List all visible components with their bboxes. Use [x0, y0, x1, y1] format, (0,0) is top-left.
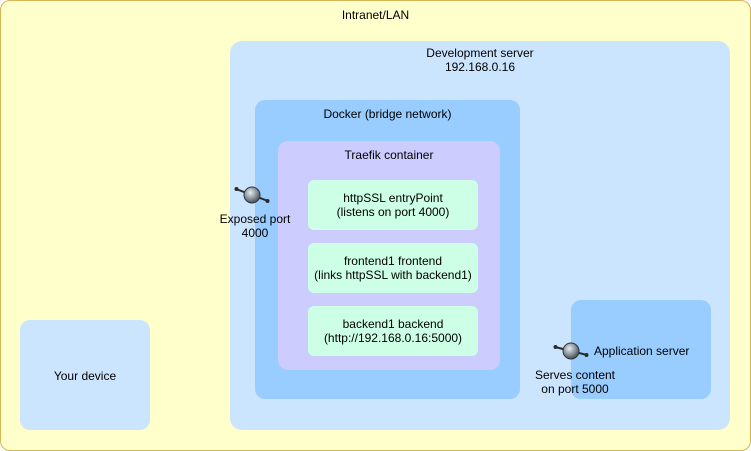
httpssl-entrypoint-box: httpSSL entryPoint (listens on port 4000… — [308, 180, 478, 230]
docker-label: Docker (bridge network) — [323, 107, 452, 121]
application-server-note: Serves content on port 5000 — [525, 368, 625, 396]
application-server-label: Application server — [594, 344, 690, 358]
application-server-zone — [571, 300, 711, 399]
application-port-icon — [553, 342, 589, 360]
component-line2: (listens on port 4000) — [336, 205, 450, 219]
component-line1: frontend1 frontend — [343, 254, 443, 268]
app-note-line1: Serves content — [534, 368, 616, 382]
backend1-backend-box: backend1 backend (http://192.168.0.16:50… — [308, 306, 478, 356]
your-device-label: Your device — [53, 369, 117, 383]
component-line2: (http://192.168.0.16:5000) — [323, 331, 463, 345]
intranet-lan-label: Intranet/LAN — [341, 8, 410, 22]
development-server-label: Development server 192.168.0.16 — [230, 46, 730, 74]
exposed-port-line1: Exposed port — [219, 212, 291, 226]
development-server-title: Development server — [426, 46, 534, 60]
app-note-line2: on port 5000 — [541, 382, 609, 396]
your-device-zone: Your device — [20, 320, 150, 430]
component-line1: backend1 backend — [342, 317, 444, 331]
component-line2: (links httpSSL with backend1) — [314, 268, 472, 282]
exposed-port-icon — [234, 186, 270, 204]
exposed-port-label: Exposed port 4000 — [200, 212, 310, 240]
exposed-port-line2: 4000 — [241, 226, 269, 240]
frontend1-frontend-box: frontend1 frontend (links httpSSL with b… — [308, 243, 478, 293]
development-server-ip: 192.168.0.16 — [444, 60, 516, 74]
component-line1: httpSSL entryPoint — [343, 191, 443, 205]
traefik-label: Traefik container — [344, 148, 434, 162]
